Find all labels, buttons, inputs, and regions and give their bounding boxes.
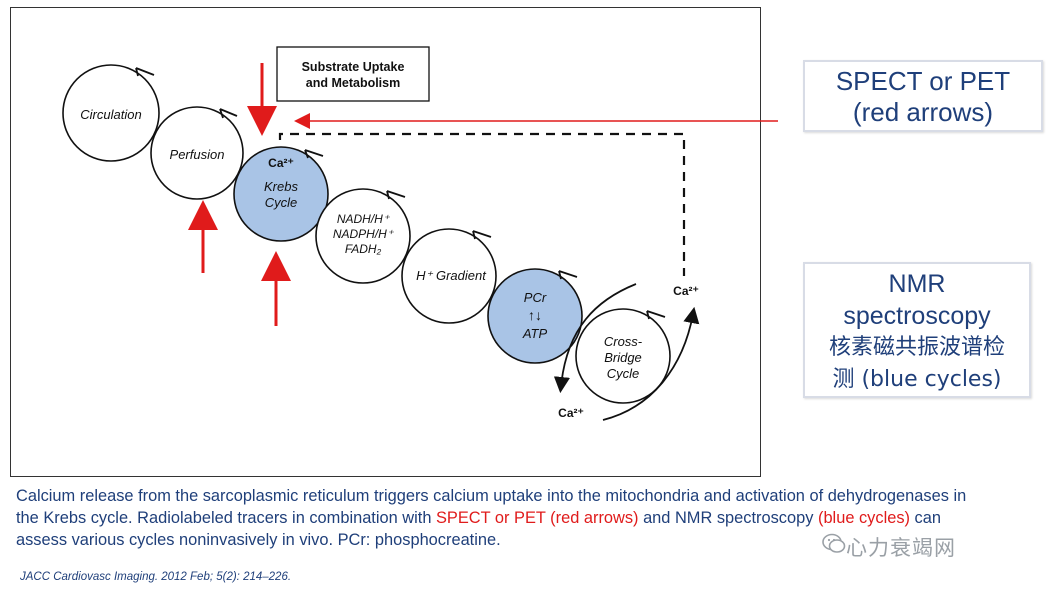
nadh-label-3: FADH₂ (345, 242, 382, 256)
circle-nadh: NADH/H⁺ NADPH/H⁺ FADH₂ (315, 188, 411, 284)
caption-part-2: and NMR spectroscopy (638, 509, 818, 527)
cross-bridge-label-2: Bridge (604, 350, 642, 365)
spect-pet-callout: SPECT or PET (red arrows) (803, 60, 1043, 132)
caption-part-1: Calcium release from the sarcoplasmic re… (16, 487, 967, 527)
krebs-label-2: Cycle (265, 195, 298, 210)
wechat-icon (822, 533, 846, 553)
circle-cross-bridge: Cross- Bridge Cycle (575, 308, 671, 404)
substrate-uptake-box: Substrate Uptake and Metabolism (276, 46, 430, 102)
nmr-line-2: spectroscopy (843, 302, 991, 330)
diagram-svg: Substrate Uptake and Metabolism Circulat… (62, 46, 700, 421)
citation: JACC Cardiovasc Imaging. 2012 Feb; 5(2):… (20, 571, 292, 583)
figure-caption: Calcium release from the sarcoplasmic re… (16, 485, 976, 551)
krebs-label-1: Krebs (264, 179, 298, 194)
circulation-label: Circulation (80, 107, 141, 122)
pcr-atp-arrows: ↑↓ (528, 307, 542, 323)
cross-bridge-label-1: Cross- (604, 334, 643, 349)
caption-red-blue-cycles: (blue cycles) (817, 509, 910, 527)
atp-label: ATP (522, 326, 548, 341)
calcium-release-curve-arrow (553, 283, 637, 394)
caption-red-spect: SPECT or PET (red arrows) (436, 509, 639, 527)
nmr-line-3: 核素磁共振波谱检 (828, 335, 1005, 360)
circle-h-gradient: H⁺ Gradient (401, 228, 497, 324)
spect-line-2: (red arrows) (852, 97, 994, 127)
nmr-callout: NMR spectroscopy 核素磁共振波谱检 测 (blue cycles… (803, 262, 1031, 398)
spect-line-1: SPECT or PET (835, 66, 1011, 96)
substrate-line-1: Substrate Uptake (302, 60, 405, 74)
nmr-line-4: 测 (blue cycles) (832, 367, 1002, 392)
right-calcium-label: Ca²⁺ (673, 284, 699, 298)
nadh-label-1: NADH/H⁺ (337, 212, 391, 226)
circle-circulation: Circulation (62, 64, 160, 162)
pcr-label: PCr (524, 290, 547, 305)
calcium-uptake-curve-arrow (602, 306, 700, 421)
circle-pcr-atp: PCr ↑↓ ATP (487, 268, 583, 364)
krebs-calcium-label: Ca²⁺ (268, 156, 294, 170)
bottom-calcium-label: Ca²⁺ (558, 406, 584, 420)
substrate-line-2: and Metabolism (306, 76, 400, 90)
figure-panel: Substrate Uptake and Metabolism Circulat… (10, 7, 761, 477)
watermark-text: 心力衰竭网 (846, 536, 956, 560)
circle-perfusion: Perfusion (150, 106, 244, 200)
caption-part-3: can assess various cycles noninvasively … (16, 509, 941, 549)
nadh-label-2: NADPH/H⁺ (333, 227, 395, 241)
perfusion-label: Perfusion (170, 147, 225, 162)
nmr-line-1: NMR (888, 270, 946, 298)
circle-krebs-cycle: Krebs Cycle Ca²⁺ (233, 146, 329, 242)
calcium-feedback-dashed-line (278, 132, 686, 276)
cross-bridge-label-3: Cycle (607, 366, 640, 381)
h-gradient-label: H⁺ Gradient (416, 268, 487, 283)
